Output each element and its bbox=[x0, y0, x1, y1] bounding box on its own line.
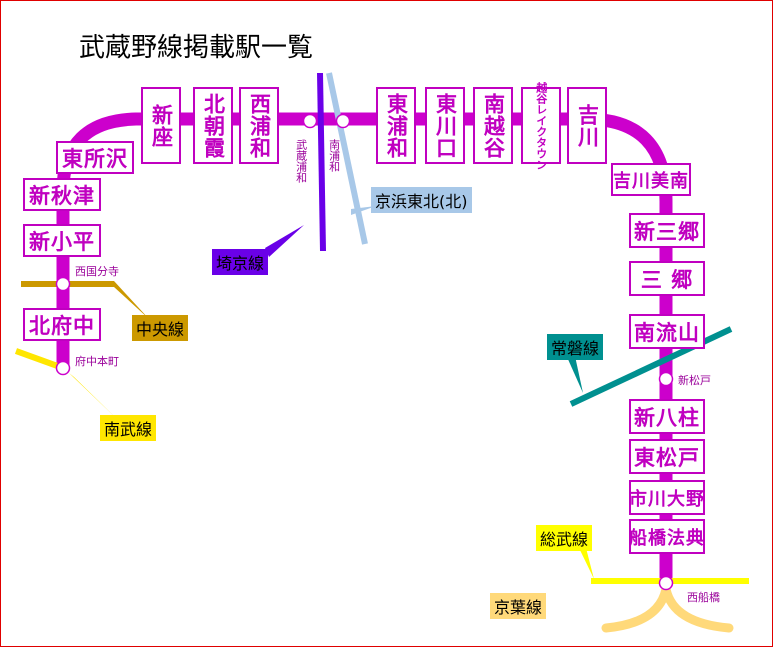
label-shin-matsudo: 新松戸 bbox=[678, 374, 711, 387]
station-higashi-matsudo: 東松戸 bbox=[629, 439, 705, 474]
station-kita-asaka: 北朝霞 bbox=[193, 87, 233, 164]
station-higashi-urawa: 東浦和 bbox=[376, 87, 416, 164]
station-higashi-kawaguchi: 東川口 bbox=[425, 87, 465, 164]
keiyo-line bbox=[601, 584, 734, 633]
station-yoshikawa: 吉川 bbox=[567, 87, 607, 164]
station-kita-fuchu: 北府中 bbox=[23, 308, 101, 341]
musashi-urawa-marker bbox=[302, 113, 318, 129]
station-minami-nagareyama: 南流山 bbox=[629, 314, 705, 349]
sobu-pointer bbox=[579, 548, 594, 579]
tag-keihin-tohoku-line: 京浜東北(北) bbox=[371, 187, 472, 213]
nishi-funabashi-marker bbox=[658, 575, 674, 591]
label-musashi-urawa: 武蔵浦和 bbox=[294, 139, 308, 183]
label-nishi-funabashi: 西船橋 bbox=[687, 591, 720, 604]
chuo-pointer bbox=[114, 281, 149, 319]
shin-matsudo-marker bbox=[658, 371, 674, 387]
nishi-kokubunji-marker bbox=[55, 276, 71, 292]
saikyo-pointer bbox=[265, 225, 304, 257]
nambu-pointer bbox=[69, 373, 117, 419]
page-title: 武蔵野線掲載駅一覧 bbox=[79, 33, 314, 63]
tag-joban-line: 常磐線 bbox=[547, 334, 604, 360]
joban-pointer bbox=[567, 356, 583, 393]
nambu-line bbox=[14, 348, 65, 371]
station-shin-akitsu: 新秋津 bbox=[23, 178, 101, 211]
tag-nambu-line: 南武線 bbox=[100, 415, 157, 441]
label-nishi-kokubunji: 西国分寺 bbox=[75, 265, 119, 278]
station-yoshikawa-minami: 吉川美南 bbox=[611, 163, 691, 196]
station-misato: 三 郷 bbox=[629, 261, 705, 296]
station-funabashi-hoten: 船橋法典 bbox=[629, 519, 705, 554]
station-higashi-tokorozawa: 東所沢 bbox=[56, 141, 134, 174]
station-minami-koshigaya: 南越谷 bbox=[473, 87, 513, 164]
station-shin-kodaira: 新小平 bbox=[23, 224, 101, 257]
label-minami-urawa: 南浦和 bbox=[327, 139, 341, 172]
tag-saikyo-line: 埼京線 bbox=[212, 249, 269, 275]
station-ichikawa-ono: 市川大野 bbox=[629, 480, 705, 515]
fuchu-hommachi-marker bbox=[55, 360, 71, 376]
tag-keiyo-line: 京葉線 bbox=[490, 593, 547, 619]
tag-chuo-line: 中央線 bbox=[132, 315, 189, 341]
minami-urawa-marker bbox=[335, 113, 351, 129]
tag-sobu-line: 総武線 bbox=[536, 525, 593, 551]
station-shin-misato: 新三郷 bbox=[629, 213, 705, 248]
keihin-tohoku-pointer bbox=[351, 206, 376, 215]
station-nishi-urawa: 西浦和 bbox=[239, 87, 279, 164]
saikyo-line bbox=[317, 72, 326, 252]
station-koshigaya-laketown: 越谷レイクタウン bbox=[521, 82, 561, 170]
keihin-tohoku-line bbox=[326, 72, 368, 245]
label-fuchu-hommachi: 府中本町 bbox=[75, 355, 119, 368]
station-shin-yahashira: 新八柱 bbox=[629, 399, 705, 434]
station-shin-za: 新座 bbox=[141, 87, 181, 164]
